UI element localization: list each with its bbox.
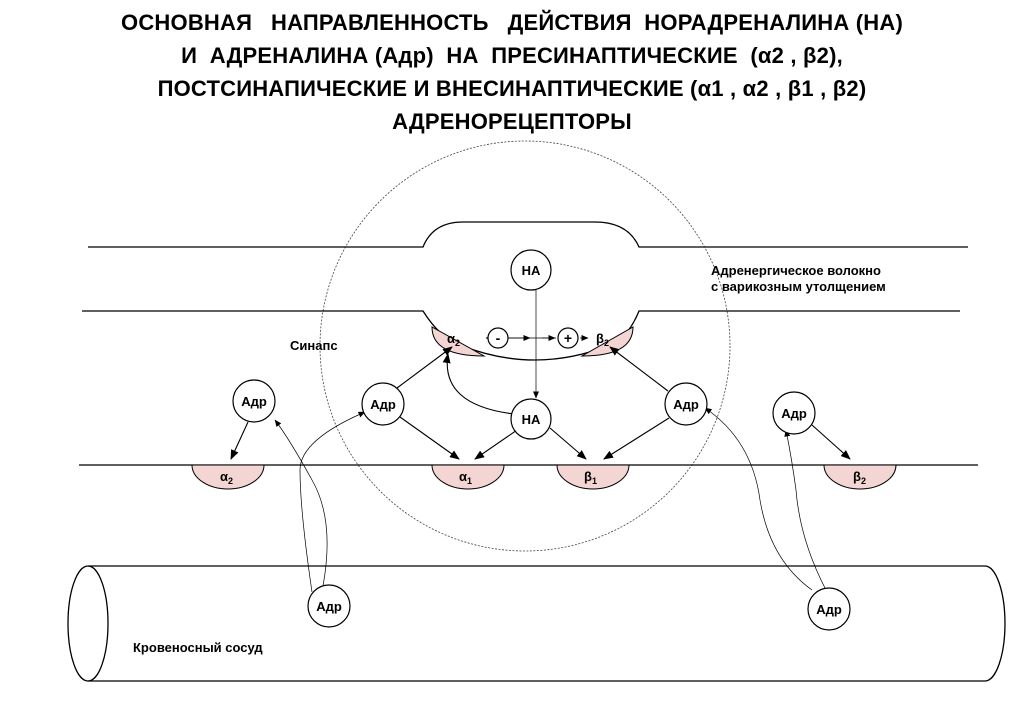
vessel-left-end [67, 565, 109, 682]
node-adr-synaptic-right: Адр [664, 382, 708, 426]
node-minus: - [487, 327, 509, 349]
blood-vessel [67, 565, 1006, 682]
arrow-vessel-adr-left-to-synapse [299, 411, 366, 593]
arrow-adr-to-pre-alpha2 [396, 346, 453, 389]
svg-text:+: + [564, 330, 572, 346]
synapse-zone-circle [319, 140, 731, 552]
receptor-label-extra-alpha2: α2 [220, 469, 233, 486]
svg-text:НА: НА [522, 412, 541, 427]
node-adr-extrasynaptic-left: Адр [232, 379, 276, 423]
receptor-label-pre-beta2: β2 [596, 331, 609, 348]
svg-text:Адр: Адр [316, 599, 342, 614]
title-line-3-end: ) [858, 76, 867, 101]
svg-text:-: - [496, 330, 501, 346]
title-line-4: АДРЕНОРЕЦЕПТОРЫ [392, 109, 632, 134]
arrow-adr-to-alpha1 [399, 416, 460, 460]
node-na-synaptic: НА [510, 398, 552, 440]
title-line-2-main: И АДРЕНАЛИНА (Адр) НА ПРЕСИНАПТИЧЕСКИЕ ( [181, 43, 758, 68]
svg-text:Адр: Адр [241, 394, 267, 409]
arrow-adr-to-beta1 [603, 417, 670, 460]
node-adr-vessel-right: Адр [807, 587, 851, 631]
vessel-right-end [984, 565, 1006, 682]
node-adr-extrasynaptic-right: Адр [772, 391, 816, 435]
svg-text:НА: НА [522, 263, 541, 278]
title-line-3-main: ПОСТСИНАПИЧЕСКИЕ И ВНЕСИНАПТИЧЕСКИЕ ( [157, 76, 698, 101]
label-fiber-line-2: с варикозным утолщением [711, 279, 886, 294]
title-line-2-receptors: α2 , β2 [757, 43, 830, 68]
receptor-label-extra-beta2: β2 [853, 469, 866, 486]
title-line-3-receptors: α1 , α2 , β1 , β2 [697, 76, 859, 101]
svg-text:Адр: Адр [781, 406, 807, 421]
arrow-adr-to-extra-alpha2 [230, 421, 249, 460]
node-na-vesicle: НА [510, 249, 552, 291]
extrasynaptic-receptor-alpha2 [191, 464, 265, 490]
svg-text:Адр: Адр [673, 397, 699, 412]
arrow-na-to-alpha1 [474, 427, 521, 460]
label-synapse: Синапс [290, 338, 338, 353]
fiber-upper-membrane [88, 221, 968, 248]
svg-text:Адр: Адр [370, 397, 396, 412]
title-line-2-end: ), [829, 43, 843, 68]
svg-text:Адр: Адр [816, 602, 842, 617]
arrow-na-to-pre-alpha2 [442, 353, 515, 415]
title-line-3: ПОСТСИНАПИЧЕСКИЕ И ВНЕСИНАПТИЧЕСКИЕ (α1 … [0, 72, 1024, 105]
title-line-1: ОСНОВНАЯ НАПРАВЛЕННОСТЬ ДЕЙСТВИЯ НОРАДРЕ… [121, 10, 903, 35]
arrow-adr-to-pre-beta2 [609, 346, 669, 392]
diagram-title: ОСНОВНАЯ НАПРАВЛЕННОСТЬ ДЕЙСТВИЯ НОРАДРЕ… [0, 6, 1024, 138]
postsynaptic-receptor-alpha1 [431, 464, 505, 490]
arrow-na-to-beta1 [549, 427, 587, 460]
receptor-label-post-alpha1: α1 [459, 469, 472, 486]
postsynaptic-receptor-beta1 [556, 464, 630, 490]
node-plus: + [557, 327, 579, 349]
title-line-2: И АДРЕНАЛИНА (Адр) НА ПРЕСИНАПТИЧЕСКИЕ (… [0, 39, 1024, 72]
arrow-vessel-adr-left-to-extrasynaptic [274, 419, 328, 587]
fiber-lower-membrane-varicosity [82, 310, 960, 361]
node-adr-vessel-left: Адр [307, 584, 351, 628]
arrow-vessel-adr-right-to-extrasynaptic [784, 429, 827, 591]
receptor-label-post-beta1: β1 [584, 469, 597, 486]
node-adr-synaptic-left: Адр [361, 382, 405, 426]
arrow-vessel-adr-right-to-synapse [704, 407, 813, 591]
extrasynaptic-receptor-beta2 [823, 464, 897, 490]
receptor-label-pre-alpha2: α2 [447, 331, 460, 348]
label-fiber-line-1: Адренергическое волокно [711, 263, 881, 278]
arrow-adr-to-extra-beta2 [811, 424, 851, 460]
label-vessel: Кровеносный сосуд [133, 640, 263, 655]
